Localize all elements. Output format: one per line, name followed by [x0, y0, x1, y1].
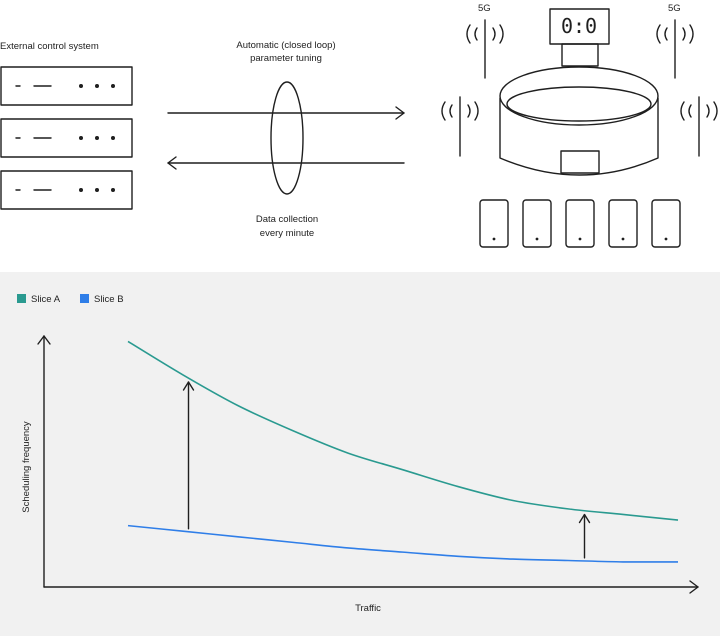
scoreboard-text: 0:0: [561, 14, 597, 38]
network-diagram: External control system: [0, 0, 720, 272]
antenna-icon: [680, 96, 718, 157]
closed-loop-icon: [270, 81, 304, 195]
legend-label-slice-a: Slice A: [31, 294, 61, 305]
y-axis-label: Scheduling frequency: [21, 421, 32, 513]
antenna-icon: 5G: [656, 3, 694, 79]
scheduling-chart: Slice A Slice B Scheduling frequency Tra…: [17, 294, 699, 614]
x-axis: [43, 580, 699, 594]
series-line-slice-a: [127, 340, 679, 521]
y-axis: [37, 335, 51, 588]
antenna-icon: [441, 96, 479, 157]
legend-label-slice-b: Slice B: [94, 294, 124, 305]
gap-arrow: [578, 513, 591, 559]
antenna-label-5g: 5G: [668, 3, 681, 14]
legend-swatch-slice-a: [17, 294, 26, 303]
loop-label-bottom-2: every minute: [260, 228, 314, 239]
server-unit: [0, 170, 133, 210]
scoreboard-post: [561, 43, 599, 67]
stadium-gate: [560, 150, 600, 174]
phone-icon: [479, 199, 509, 248]
server-unit: [0, 118, 133, 158]
scoreboard-display: [549, 8, 610, 45]
phone-icon: [651, 199, 681, 248]
chart-panel: Slice A Slice B Scheduling frequency Tra…: [0, 272, 720, 636]
loop-label-top-2: parameter tuning: [250, 53, 322, 64]
phone-icon: [522, 199, 552, 248]
phone-icon: [608, 199, 638, 248]
antenna-icon: 5G: [466, 3, 504, 79]
server-rack: [0, 66, 133, 210]
gap-arrow: [182, 381, 195, 530]
legend-swatch-slice-b: [80, 294, 89, 303]
loop-label-bottom-1: Data collection: [256, 214, 318, 225]
series-line-slice-b: [127, 524, 679, 563]
server-unit: [0, 66, 133, 106]
device-row: [479, 199, 681, 248]
antenna-label-5g: 5G: [478, 3, 491, 14]
external-control-label: External control system: [0, 41, 99, 52]
chart-legend: Slice A Slice B: [17, 294, 124, 305]
annotation-layer: [182, 381, 591, 559]
network-diagram-svg: External control system: [0, 3, 718, 248]
series-layer: [127, 340, 679, 563]
data-arrow-left: [167, 156, 405, 170]
stadium-icon: 0:0: [499, 8, 659, 176]
loop-label-top-1: Automatic (closed loop): [236, 40, 335, 51]
control-arrow-right: [167, 106, 405, 120]
x-axis-label: Traffic: [355, 603, 381, 614]
phone-icon: [565, 199, 595, 248]
